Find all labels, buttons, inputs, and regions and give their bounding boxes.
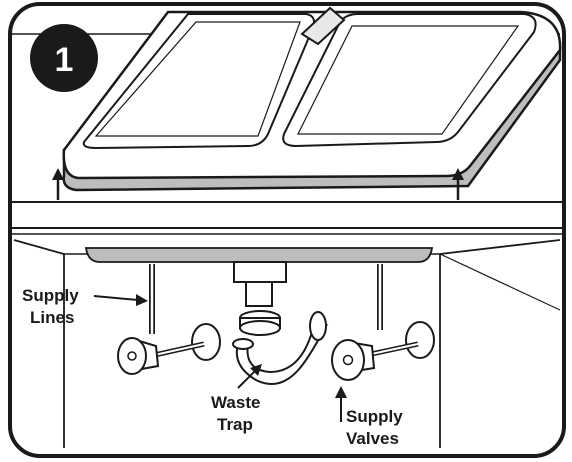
label-line: Lines [30,308,74,327]
arrow-head-icon [136,294,148,306]
arrow-head-icon [250,364,262,376]
label-line: Trap [217,415,253,434]
waste-trap [232,310,329,385]
sink-basin-left [82,13,315,150]
countertop [12,201,562,235]
black-circle-icon [30,24,98,92]
label-line: Waste [211,393,260,412]
label-supply-valves: Supply Valves [335,386,403,448]
supply-valve-right [331,321,435,381]
label-waste-trap: Waste Trap [211,364,262,434]
label-line: Valves [346,429,399,448]
sink-basin-right [282,13,537,148]
double-sink [62,6,562,192]
up-arrow [52,168,64,200]
label-supply-lines: Supply Lines [22,286,148,327]
supply-valve-left [117,323,221,375]
drain-tailpiece [233,261,287,307]
sink-basin-left-inner [94,21,301,137]
sink-basin-right-inner [297,25,520,135]
faucet-stub [300,6,346,46]
sink-opening-underside [84,247,434,263]
up-arrow [452,168,464,200]
label-line: Supply [22,286,79,305]
arrow-head-icon [335,386,347,398]
step-badge: 1 [30,24,98,92]
label-line: Supply [346,407,403,426]
step-number: 1 [55,41,74,79]
